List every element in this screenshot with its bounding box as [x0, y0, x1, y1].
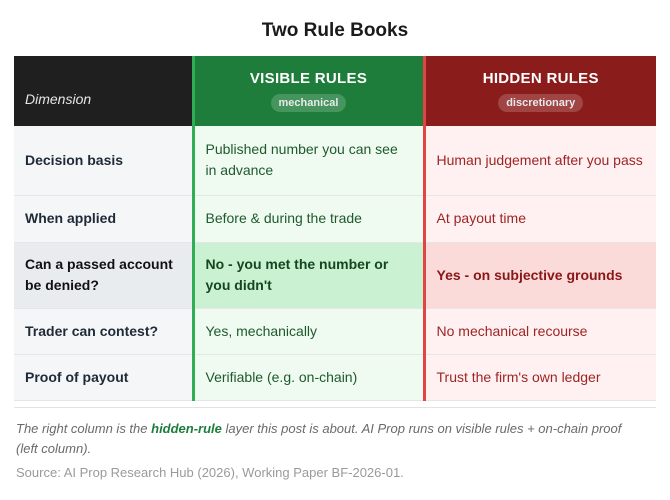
row-visible-value: Verifiable (e.g. on-chain): [191, 354, 424, 401]
header-dimension: Dimension: [14, 56, 193, 126]
row-dimension: Can a passed account be denied?: [14, 242, 193, 309]
row-visible-value: Before & during the trade: [191, 195, 424, 243]
row-hidden-value: Trust the firm's own ledger: [422, 354, 656, 401]
table-row: When applied Before & during the trade A…: [14, 195, 656, 243]
row-hidden-value: Yes - on subjective grounds: [422, 242, 656, 309]
footnote-text: layer this post is about. AI Prop runs o…: [16, 421, 622, 456]
row-hidden-value: At payout time: [422, 195, 656, 243]
row-hidden-value: Human judgement after you pass: [422, 126, 656, 196]
visible-rules-title: VISIBLE RULES: [249, 70, 368, 87]
footnote: The right column is the hidden-rule laye…: [16, 419, 636, 459]
row-dimension: When applied: [14, 195, 193, 243]
footnote-text: The right column is the: [16, 421, 152, 436]
row-visible-value: Yes, mechanically: [191, 308, 424, 355]
comparison-table: Dimension VISIBLE RULES mechanical HIDDE…: [14, 56, 656, 401]
table-row-highlighted: Can a passed account be denied? No - you…: [14, 242, 656, 309]
table-row: Proof of payout Verifiable (e.g. on-chai…: [14, 354, 656, 401]
page-title: Two Rule Books: [261, 20, 409, 41]
row-dimension: Decision basis: [14, 126, 193, 196]
row-hidden-value: No mechanical recourse: [422, 308, 656, 355]
table-header: Dimension VISIBLE RULES mechanical HIDDE…: [14, 56, 656, 126]
row-visible-value: Published number you can see in advance: [191, 126, 424, 196]
header-visible-rules: VISIBLE RULES mechanical: [191, 56, 424, 126]
visible-rules-tag: mechanical: [270, 94, 347, 112]
table-row: Decision basis Published number you can …: [14, 126, 656, 196]
table-row: Trader can contest? Yes, mechanically No…: [14, 308, 656, 355]
hidden-rules-tag: discretionary: [498, 94, 584, 112]
row-visible-value: No - you met the number or you didn't: [191, 242, 424, 309]
row-dimension: Trader can contest?: [14, 308, 193, 355]
header-hidden-rules: HIDDEN RULES discretionary: [422, 56, 656, 126]
divider: [14, 407, 656, 408]
row-dimension: Proof of payout: [14, 354, 193, 401]
hidden-rules-title: HIDDEN RULES: [482, 70, 599, 87]
footnote-keyword: hidden-rule: [151, 421, 222, 436]
source-citation: Source: AI Prop Research Hub (2026), Wor…: [16, 465, 404, 480]
